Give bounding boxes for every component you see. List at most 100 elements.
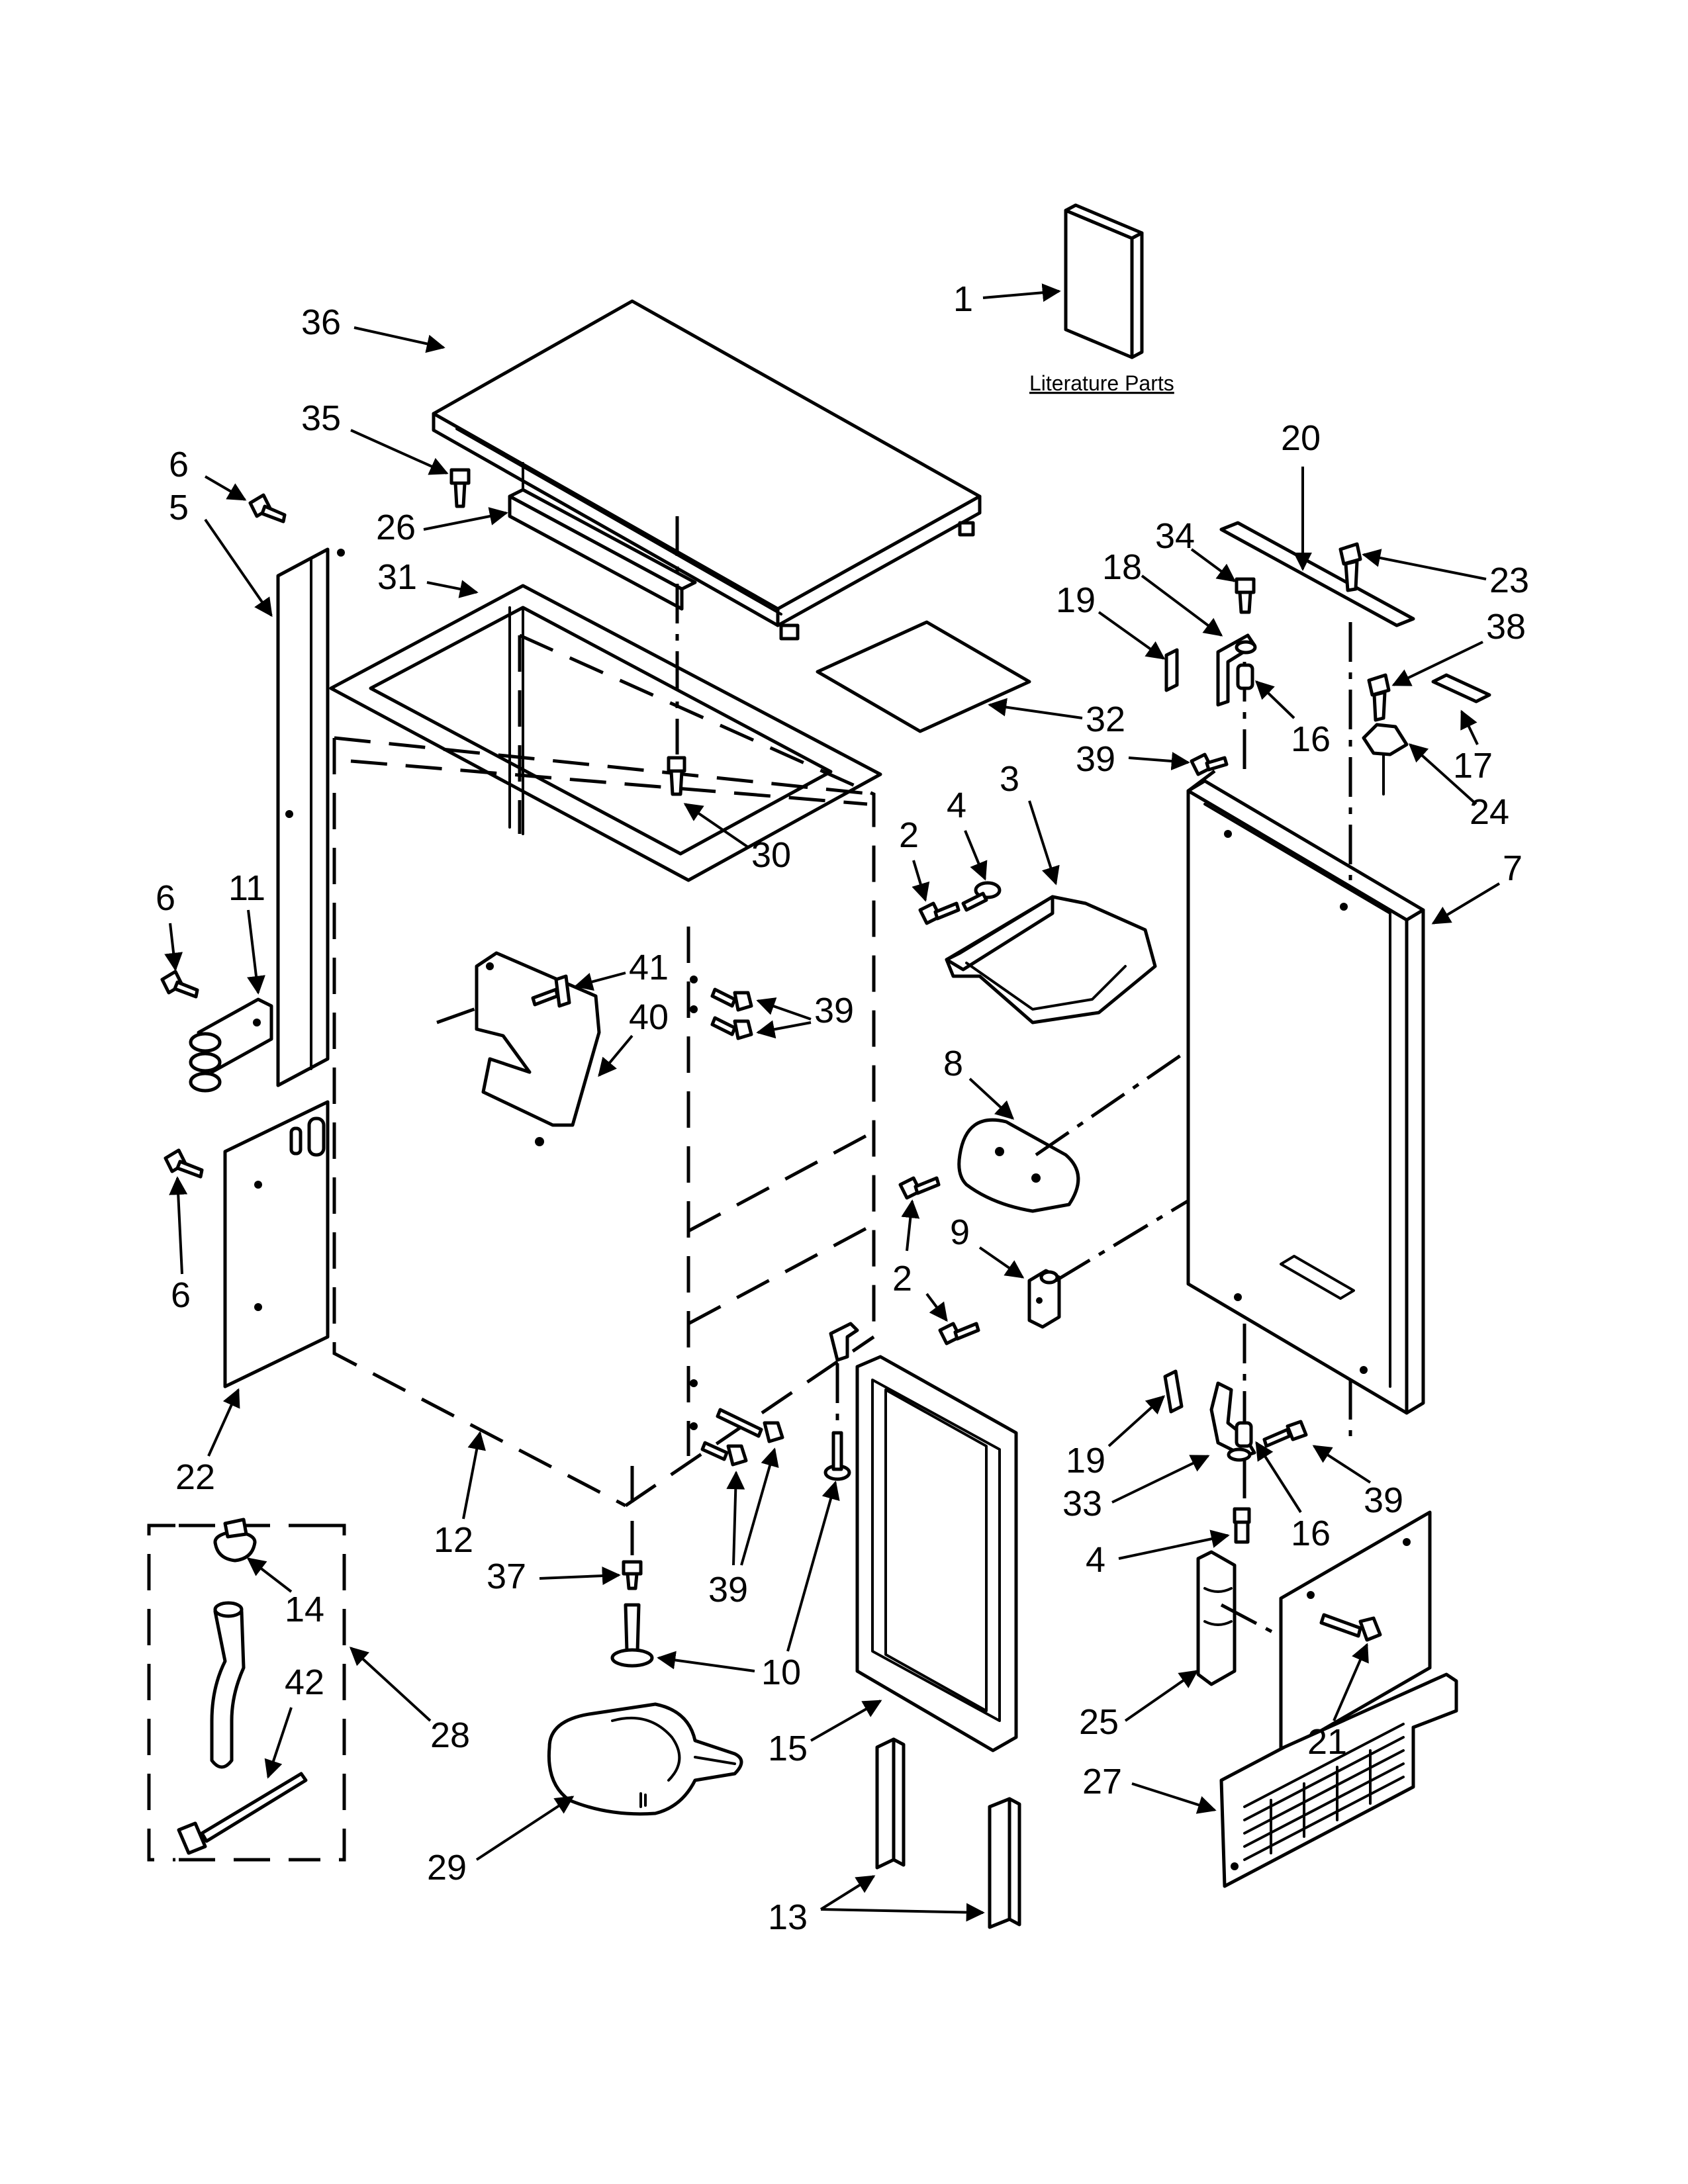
- gasket-15: [855, 1355, 1018, 1752]
- screws-39-middle: [690, 976, 753, 1040]
- leader-39-door-top: [1128, 752, 1190, 771]
- leader-35: [350, 429, 449, 475]
- screw-10-upper: [823, 1431, 851, 1481]
- leader-8: [968, 1077, 1015, 1120]
- plate-22: [223, 1100, 330, 1388]
- callout-11: 11: [228, 868, 265, 908]
- leader-2-bottom: [925, 1293, 948, 1322]
- leader-38: [1391, 641, 1483, 686]
- trim-strip-13-left: [875, 1737, 906, 1870]
- leader-39-middle-a: [756, 997, 812, 1021]
- leader-2-top: [912, 860, 930, 902]
- top-cover: [432, 299, 982, 641]
- hinge-11: [189, 997, 273, 1093]
- bracket-40: [475, 951, 601, 1146]
- leader-23: [1362, 549, 1487, 580]
- latch-9: [1027, 1269, 1061, 1329]
- screw-6-bottom: [164, 1148, 204, 1179]
- callout-21: 21: [1307, 1722, 1347, 1762]
- door-7: [1186, 779, 1425, 1415]
- callout-24: 24: [1470, 792, 1509, 832]
- callout-20: 20: [1281, 418, 1321, 458]
- callout-16-bottom: 16: [1291, 1514, 1331, 1553]
- leader-30: [683, 803, 749, 848]
- callout-38: 38: [1486, 607, 1526, 647]
- leader-19-top: [1098, 611, 1166, 660]
- cabinet-body-dashed: [332, 633, 876, 1508]
- leader-28: [349, 1647, 432, 1722]
- leader-34: [1190, 548, 1237, 582]
- leader-27: [1131, 1782, 1217, 1814]
- leader-39-bottom-a: [726, 1471, 745, 1566]
- callout-3: 3: [1000, 759, 1019, 799]
- axis-25: [1220, 1603, 1279, 1637]
- leader-22: [207, 1388, 240, 1457]
- hose-14: [210, 1601, 246, 1769]
- screw-10-lower: [610, 1603, 654, 1668]
- hinge-18: [1216, 633, 1257, 707]
- paddle-8: [957, 1118, 1080, 1213]
- scoop-29: [547, 1702, 743, 1816]
- callout-39-door-bottom: 39: [1364, 1480, 1403, 1520]
- clamp-14: [213, 1518, 257, 1563]
- cable-tie-42: [177, 1772, 308, 1855]
- callout-19-bottom: 19: [1066, 1441, 1105, 1480]
- callout-14: 14: [285, 1590, 324, 1629]
- screw-6-middle: [160, 970, 199, 999]
- bushing-16-bottom: [1235, 1421, 1253, 1448]
- screw-6-top: [248, 493, 287, 523]
- callout-29: 29: [427, 1848, 467, 1888]
- leader-32: [988, 698, 1083, 719]
- insulation-pad-32: [816, 620, 1031, 733]
- leader-3: [1028, 800, 1060, 886]
- leader-39-middle-b: [756, 1020, 812, 1039]
- callout-10: 10: [761, 1653, 801, 1692]
- leader-12: [462, 1431, 486, 1520]
- callout-12: 12: [434, 1520, 473, 1560]
- axis-8: [1035, 971, 1302, 1157]
- leader-10-a: [786, 1480, 840, 1652]
- clip-17: [1431, 673, 1491, 704]
- leader-21: [1333, 1643, 1369, 1721]
- leader-16-top: [1254, 680, 1295, 719]
- axis-39-door-top: [1187, 770, 1216, 792]
- axis-40: [436, 1004, 484, 1024]
- leader-10-b: [657, 1651, 755, 1672]
- callout-42: 42: [285, 1662, 324, 1702]
- leader-37: [539, 1567, 621, 1586]
- trim-strip-13-right: [988, 1797, 1021, 1929]
- leader-5: [204, 518, 273, 617]
- screw-23: [1338, 542, 1362, 592]
- screw-37: [622, 1560, 643, 1590]
- leader-29: [475, 1796, 575, 1861]
- leader-6-middle: [164, 923, 183, 972]
- screw-2-top: [918, 901, 961, 925]
- bushing-16-top: [1236, 663, 1254, 690]
- bearing-24: [1362, 723, 1409, 796]
- callout-37: 37: [487, 1557, 526, 1596]
- callout-39-door-top: 39: [1076, 739, 1115, 779]
- leader-31: [426, 580, 479, 598]
- screw-39-door-top: [1190, 752, 1229, 776]
- leader-6-bottom: [169, 1176, 188, 1275]
- callout-19-top: 19: [1056, 580, 1096, 620]
- leader-17: [1460, 709, 1479, 745]
- callout-41: 41: [629, 948, 669, 987]
- callout-13: 13: [768, 1897, 808, 1937]
- bracket-10-top: [829, 1322, 859, 1362]
- leader-41: [574, 972, 626, 991]
- callout-34: 34: [1155, 516, 1195, 556]
- callout-16-top: 16: [1291, 719, 1331, 759]
- callout-18: 18: [1102, 547, 1142, 587]
- leader-24: [1408, 743, 1477, 805]
- callout-1: 1: [953, 279, 973, 319]
- callout-2-top: 2: [899, 815, 919, 855]
- leader-11: [247, 909, 265, 995]
- callout-23: 23: [1489, 561, 1529, 600]
- leader-33: [1111, 1455, 1210, 1504]
- side-panel-5: [276, 547, 345, 1087]
- leader-2-middle: [901, 1199, 920, 1251]
- pin-4-bottom: [1233, 1507, 1251, 1544]
- callout-4-bottom: 4: [1086, 1540, 1105, 1580]
